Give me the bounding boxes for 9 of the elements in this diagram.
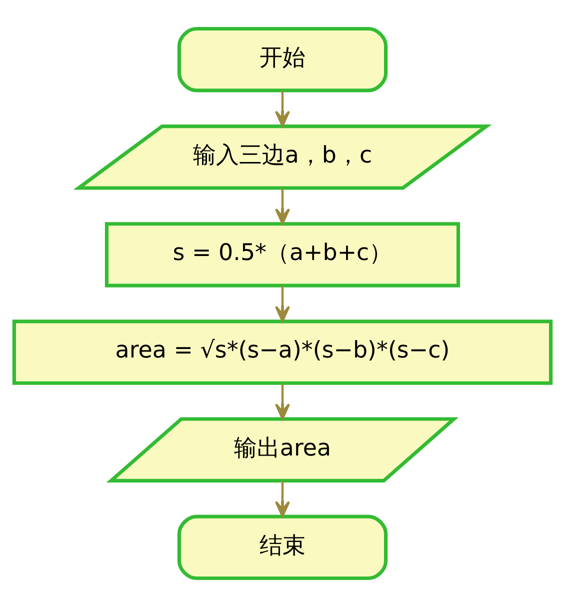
arrow	[274, 286, 290, 322]
arrow	[274, 383, 290, 420]
arrow	[274, 90, 290, 128]
node-box: area = √s*(s−a)*(s−b)*(s−c)	[12, 320, 553, 385]
arrow	[274, 188, 290, 225]
arrow	[274, 480, 290, 518]
node-box: 结束	[177, 514, 388, 580]
node-box: 开始	[177, 26, 388, 92]
node-box: s = 0.5*（a+b+c）	[104, 222, 460, 288]
